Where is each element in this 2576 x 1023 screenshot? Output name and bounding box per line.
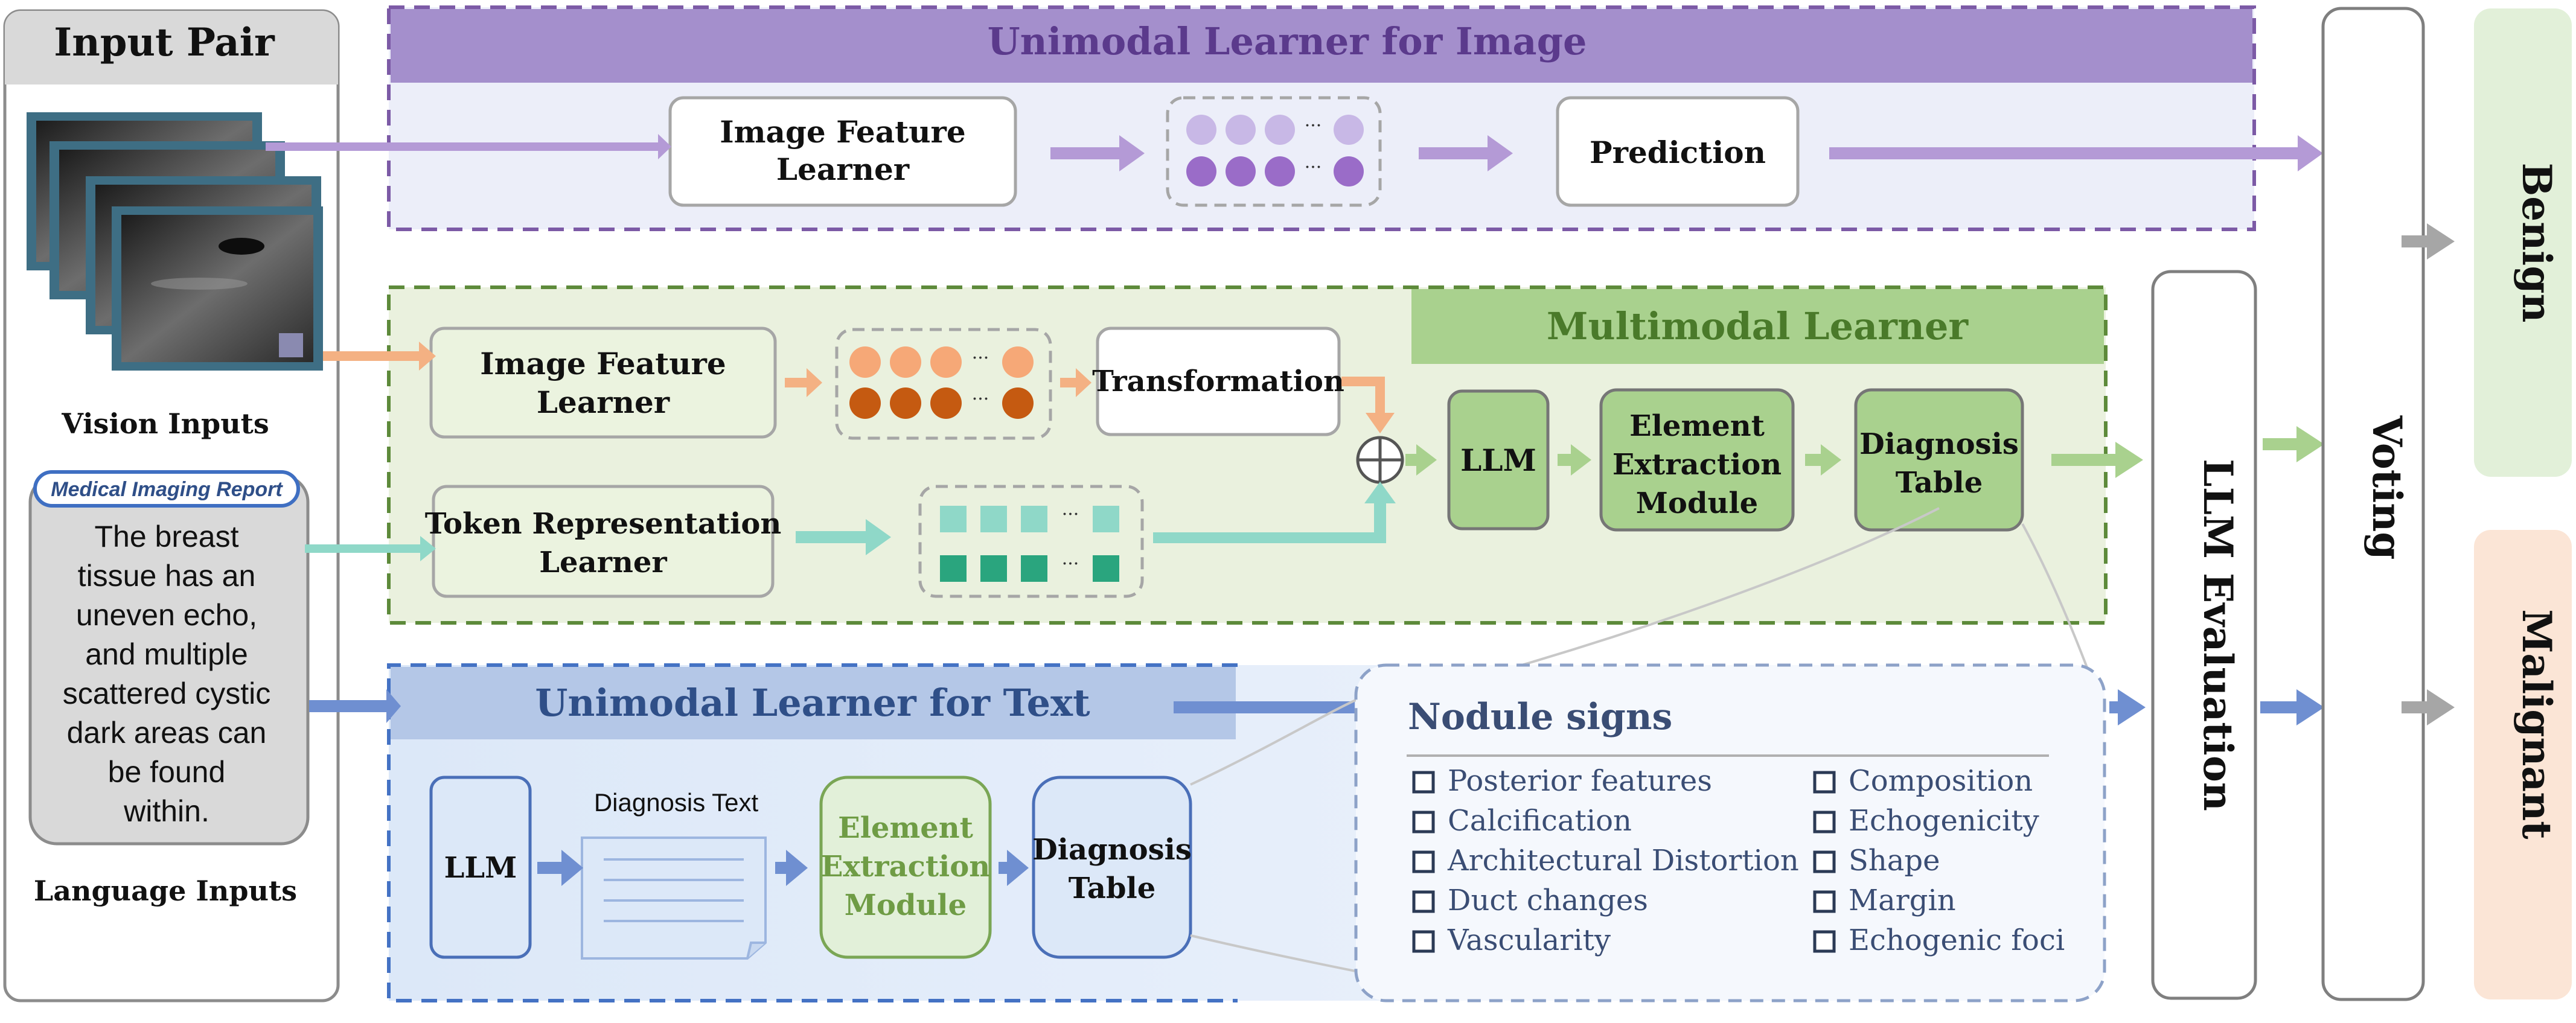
image-branch-title: Unimodal Learner for Image (988, 19, 1587, 63)
report-line: scattered cystic (63, 677, 271, 710)
text-llm-box: LLM (429, 776, 532, 959)
mm-diagnosis-table: Diagnosis Table (1854, 388, 2024, 532)
report-line: be found (108, 755, 226, 789)
voting-label: Voting (2363, 415, 2411, 560)
text-diagnosis-line2: Table (1069, 872, 1156, 905)
vision-inputs-label: Vision Inputs (61, 407, 269, 440)
nodule-sign-item: Vascularity (1447, 923, 1611, 957)
prediction-label: Prediction (1590, 135, 1766, 170)
mm-diagnosis-line2: Table (1896, 466, 1983, 500)
mm-llm-label: LLM (1460, 442, 1536, 478)
diagnosis-text-document-icon (581, 837, 767, 960)
image-vector-ellipsis-1: ··· (1305, 115, 1322, 136)
llm-evaluation-box: LLM Evaluation (2151, 270, 2257, 1000)
diagnosis-text-label: Diagnosis Text (594, 788, 759, 817)
nodule-sign-item: Architectural Distortion (1447, 844, 1799, 878)
input-pair-title: Input Pair (54, 20, 275, 65)
nodule-sign-item: Duct changes (1448, 884, 1648, 917)
checkbox-icon (1813, 930, 1836, 953)
text-extraction-line3: Module (845, 888, 967, 922)
token-learner-line1: Token Representation (425, 507, 782, 541)
benign-label: Benign (2513, 163, 2560, 323)
image-feature-learner-1-line1: Image Feature (720, 114, 965, 150)
text-llm-label: LLM (444, 851, 517, 885)
blue-arrows (309, 689, 2324, 886)
token-vector-ellipsis-1: ··· (1062, 504, 1079, 525)
mm-element-extraction-module: Element Extraction Module (1599, 388, 1795, 532)
mm-extraction-line3: Module (1636, 486, 1758, 520)
nodule-signs-title: Nodule signs (1408, 696, 1672, 738)
transformation-box: Transformation (1092, 327, 1344, 436)
mm-image-vector-ellipsis-1: ··· (972, 348, 989, 369)
text-diagnosis-table: Diagnosis Table (1032, 776, 1192, 959)
text-diagnosis-line1: Diagnosis (1032, 833, 1192, 867)
nodule-sign-item: Margin (1849, 884, 1956, 917)
token-learner-line2: Learner (539, 546, 667, 579)
malignant-output: Malignant (2474, 530, 2572, 999)
checkbox-icon (1813, 771, 1836, 794)
language-inputs-label: Language Inputs (34, 875, 297, 907)
checkbox-icon (1412, 811, 1435, 833)
report-line: within. (123, 794, 209, 828)
nodule-sign-item: Calcification (1448, 804, 1632, 838)
multimodal-title: Multimodal Learner (1547, 304, 1969, 348)
mm-extraction-line1: Element (1629, 409, 1765, 443)
voting-box: Voting (2321, 7, 2425, 1001)
checkbox-icon (1412, 930, 1435, 953)
medical-imaging-report: Medical Imaging Report The breast tissue … (28, 470, 310, 846)
token-representation-learner: Token Representation Learner (425, 485, 782, 598)
report-line: dark areas can (67, 716, 267, 750)
checkbox-icon (1813, 850, 1836, 873)
text-extraction-line1: Element (838, 811, 973, 845)
checkbox-icon (1412, 850, 1435, 873)
token-vector: ··· ··· (918, 485, 1144, 598)
text-element-extraction-module: Element Extraction Module (819, 776, 992, 959)
multimodal-image-vector: ··· ··· (835, 328, 1052, 440)
benign-output: Benign (2474, 8, 2572, 477)
nodule-sign-item: Echogenic foci (1849, 923, 2065, 957)
checkbox-icon (1412, 771, 1435, 794)
nodule-sign-item: Composition (1849, 764, 2033, 798)
report-line: The breast (94, 520, 238, 553)
prediction-box: Prediction (1556, 96, 1800, 207)
checkbox-icon (1813, 811, 1836, 833)
grey-output-arrows (2402, 223, 2455, 725)
mm-extraction-line2: Extraction (1612, 448, 1782, 482)
text-extraction-line2: Extraction (821, 850, 990, 884)
image-feature-learner-1: Image Feature Learner (668, 96, 1017, 207)
nodule-sign-item: Posterior features (1448, 764, 1712, 798)
malignant-label: Malignant (2513, 609, 2560, 840)
report-line: tissue has an (78, 559, 256, 593)
image-feature-learner-1-line2: Learner (776, 151, 910, 187)
green-arrows (1405, 426, 2324, 478)
nodule-sign-item: Shape (1849, 844, 1940, 878)
ultrasound-image-stack (27, 112, 323, 371)
fusion-plus-icon (1356, 436, 1404, 484)
mm-image-vector-ellipsis-2: ··· (972, 389, 989, 410)
token-vector-ellipsis-2: ··· (1062, 553, 1079, 575)
nodule-signs-box: Nodule signs Posterior featuresCalcifica… (1354, 663, 2106, 1002)
nodule-sign-item: Echogenicity (1849, 804, 2039, 838)
mm-diagnosis-line1: Diagnosis (1859, 427, 2019, 461)
report-line: and multiple (85, 637, 248, 671)
image-feature-learner-2-line2: Learner (537, 384, 670, 420)
image-vector-ellipsis-2: ··· (1305, 157, 1322, 178)
teal-arrows (305, 482, 1396, 561)
llm-evaluation-label: LLM Evaluation (2194, 459, 2242, 811)
image-feature-learner-2-line1: Image Feature (480, 346, 726, 381)
checkbox-icon (1813, 890, 1836, 913)
orange-arrows (323, 342, 1395, 433)
report-title: Medical Imaging Report (51, 478, 283, 501)
image-feature-learner-2: Image Feature Learner (429, 327, 777, 439)
mm-llm-box: LLM (1447, 389, 1550, 531)
text-branch-title: Unimodal Learner for Text (535, 681, 1090, 725)
image-branch-arrows (266, 134, 2323, 171)
checkbox-icon (1412, 890, 1435, 913)
report-line: uneven echo, (76, 598, 257, 632)
transformation-label: Transformation (1092, 365, 1344, 398)
image-feature-vector: ··· ··· (1166, 96, 1382, 207)
